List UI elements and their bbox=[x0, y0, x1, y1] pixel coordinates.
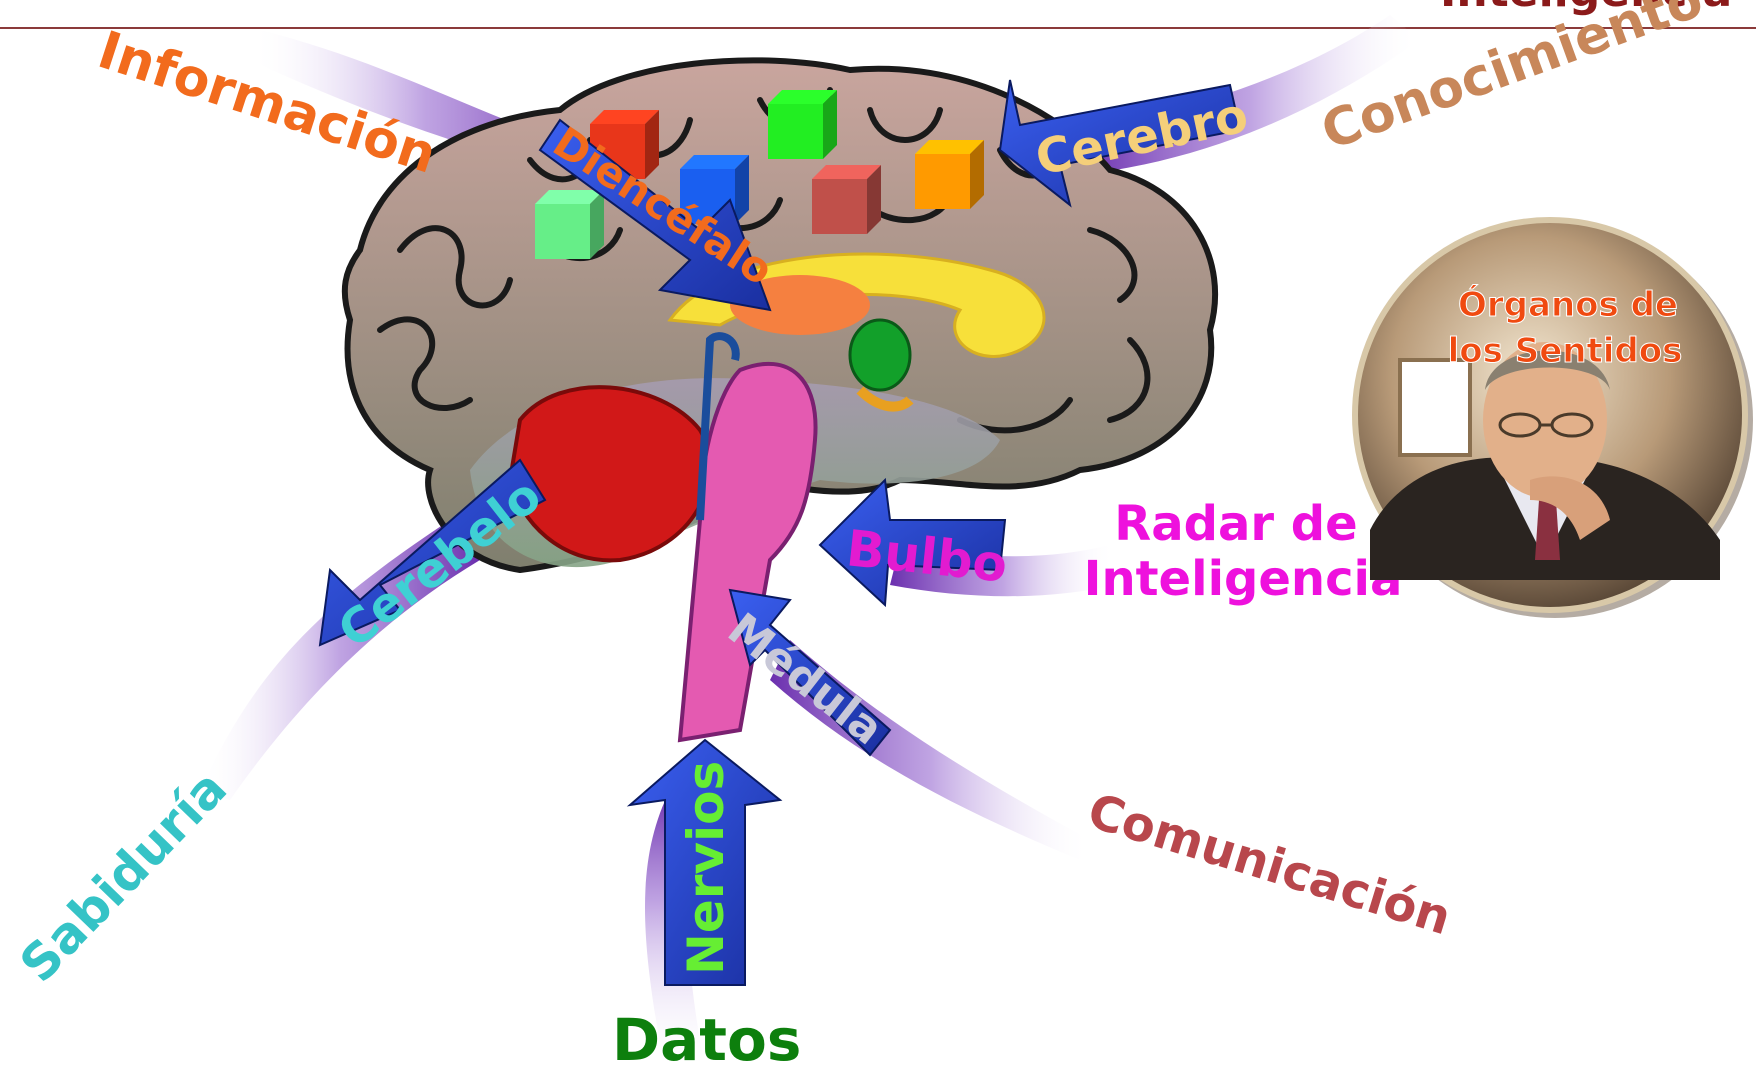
cerebro-arrow bbox=[998, 79, 1242, 208]
hypothalamus bbox=[848, 318, 912, 392]
portrait-label-line1: Órganos de bbox=[1458, 284, 1678, 325]
dark-red-cube bbox=[812, 165, 881, 234]
medula-arrow bbox=[728, 588, 892, 757]
pituitary bbox=[856, 386, 914, 412]
nervios-arrow bbox=[626, 738, 783, 986]
diencefalo-arrow bbox=[538, 118, 772, 312]
flow-sabiduria bbox=[200, 520, 480, 800]
label-comunicacion: Comunicación bbox=[1081, 783, 1457, 946]
thalamus bbox=[730, 275, 870, 335]
person-hair bbox=[1485, 350, 1610, 390]
mint-cube bbox=[535, 190, 604, 259]
label-radar-line1: Radar de bbox=[1114, 496, 1357, 552]
cerebelo-arrow bbox=[318, 458, 547, 647]
page-title-fragment: Inteligencia bbox=[1440, 0, 1732, 17]
window-frame bbox=[1398, 358, 1472, 457]
label-datos: Datos bbox=[612, 1006, 801, 1070]
structure-arrows bbox=[318, 79, 1242, 986]
brainstem bbox=[677, 361, 818, 743]
glasses-icon bbox=[1498, 412, 1594, 438]
label-conocimiento: Conocimiento bbox=[1314, 0, 1711, 162]
person-face bbox=[1483, 342, 1607, 498]
label-nervios: Nervios bbox=[677, 761, 735, 975]
label-radar-line2: Inteligencia bbox=[1084, 551, 1403, 607]
portrait-label-line2: los Sentidos bbox=[1448, 331, 1683, 371]
person-hand bbox=[1530, 476, 1610, 540]
orange-cube bbox=[915, 140, 984, 209]
ventricle-channel bbox=[696, 332, 740, 521]
senses-portrait: Órganos de los Sentidos bbox=[1352, 217, 1753, 618]
bulbo-arrow bbox=[818, 477, 1007, 608]
label-sabiduria: Sabiduría bbox=[9, 759, 238, 993]
green-cube bbox=[768, 90, 837, 159]
